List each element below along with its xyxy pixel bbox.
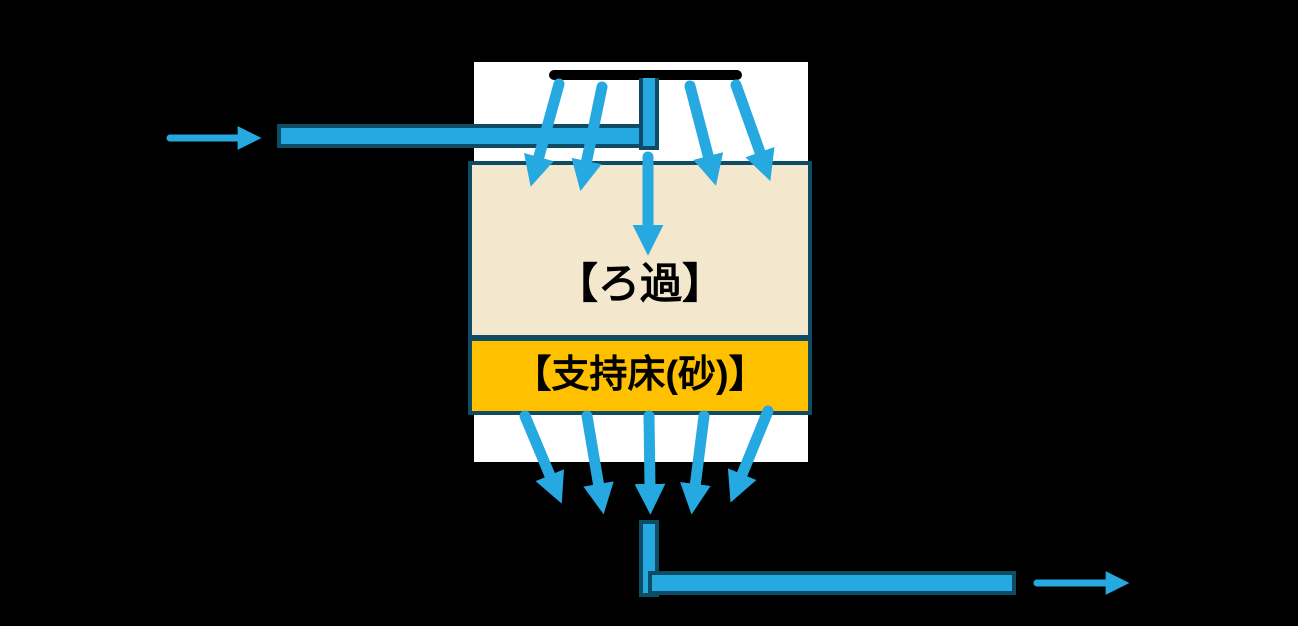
support-bed-layer-label: 【支持床(砂)】: [513, 354, 767, 396]
filtration-layer: [468, 161, 812, 337]
distributor-plate: [549, 70, 742, 80]
inlet-pipe: [277, 124, 659, 148]
inlet-downpipe: [639, 78, 659, 150]
outlet-pipe: [648, 571, 1016, 595]
filtration-layer-label: 【ろ過】: [555, 260, 724, 307]
support-bed-layer: [468, 337, 812, 415]
